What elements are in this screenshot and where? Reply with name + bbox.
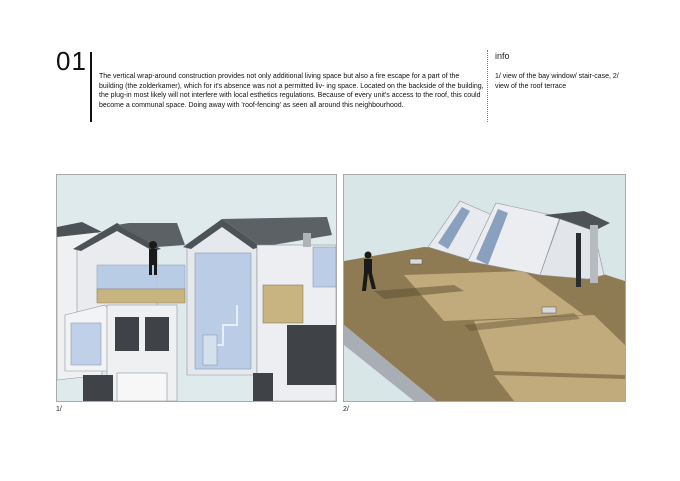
- figure-bay-window: [56, 174, 337, 402]
- vertical-rule: [90, 52, 92, 122]
- dotted-divider: [487, 50, 488, 122]
- figure-roof-terrace: [343, 174, 626, 402]
- info-heading: info: [495, 51, 510, 61]
- info-text: 1/ view of the bay window/ stair-case, 2…: [495, 73, 619, 90]
- section-number: 01: [56, 46, 87, 76]
- figure-1-caption: 1/: [56, 406, 62, 413]
- figure-2-caption: 2/: [343, 406, 349, 413]
- description-text: The vertical wrap-around construction pr…: [99, 73, 484, 109]
